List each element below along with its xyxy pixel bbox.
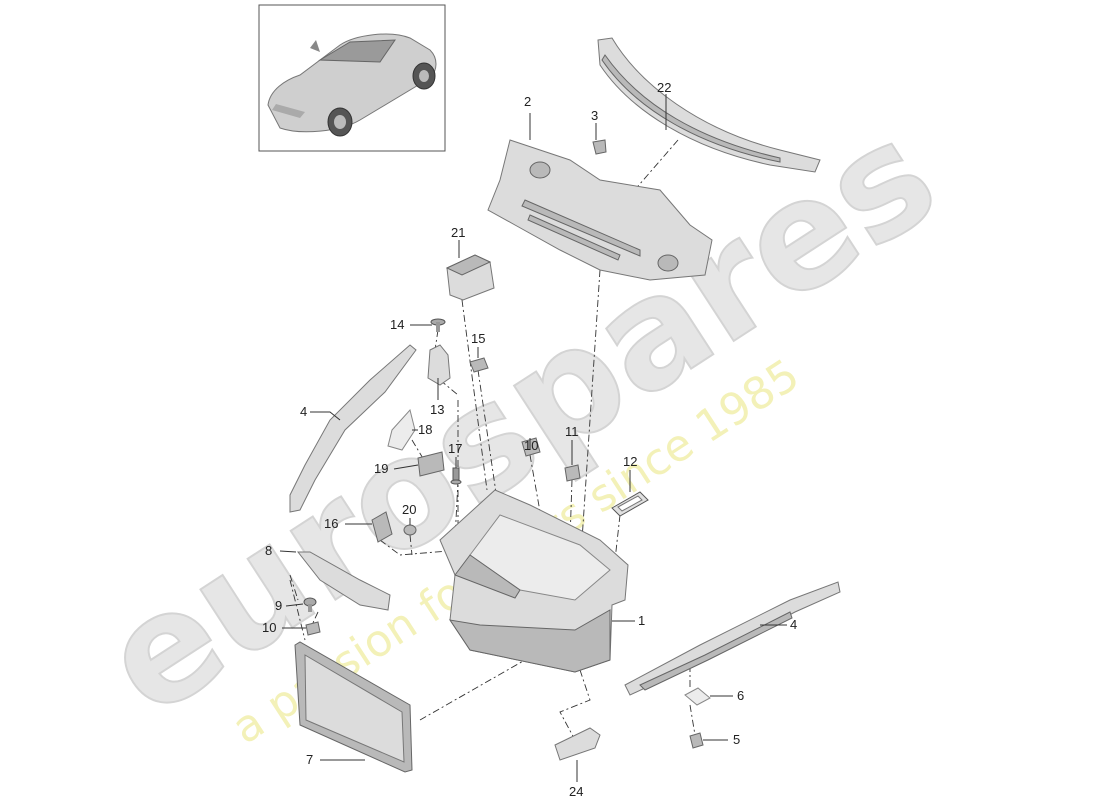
callout-10: 10: [262, 620, 276, 635]
callout-14: 13: [430, 402, 444, 417]
part-23-trim-strip: [597, 37, 821, 173]
car-thumbnail: [258, 4, 446, 152]
callout-23: 22: [657, 80, 671, 95]
part-7-front-wall-trim: [294, 641, 413, 773]
callout-13: 12: [623, 454, 637, 469]
callout-1: 1: [638, 613, 645, 628]
car-thumbnail-icon: [267, 33, 437, 137]
callout-3: 3: [591, 108, 598, 123]
part-3-clip: [592, 139, 607, 155]
part-15-clip-pin: [430, 318, 446, 332]
callout-19: 18: [418, 422, 432, 437]
callout-8: 8: [265, 543, 272, 558]
part-14-bracket: [427, 344, 451, 386]
callout-15: 14: [390, 317, 404, 332]
part-13-frame: [611, 491, 649, 517]
callout-21: 20: [402, 502, 416, 517]
callout-22: 21: [451, 225, 465, 240]
part-9-fastener: [303, 597, 317, 612]
callout-6: 6: [737, 688, 744, 703]
part-4-left-pillar-trim: [289, 344, 417, 513]
callout-labels: 2 3 22 21 14 15 13 4 10 11 12 18 17 19 1…: [262, 80, 797, 799]
assembly-lines: [289, 139, 696, 741]
part-21-plug: [403, 524, 417, 536]
part-11-clip: [521, 437, 541, 457]
part-20-latch: [417, 451, 445, 477]
part-12-clip: [564, 464, 581, 482]
part-6-nut-plate: [684, 687, 711, 706]
callout-4-right: 4: [790, 617, 797, 632]
callout-24: 24: [569, 784, 583, 799]
part-24-bracket: [554, 727, 601, 761]
part-5-clip: [689, 732, 704, 749]
callout-9: 9: [275, 598, 282, 613]
leader-lines: [279, 94, 787, 782]
part-8-side-panel: [296, 551, 391, 611]
callout-20: 19: [374, 461, 388, 476]
part-16-nut: [469, 357, 489, 373]
part-2-rear-trim-panel: [487, 139, 713, 281]
callout-16: 15: [471, 331, 485, 346]
callout-18: 17: [448, 441, 462, 456]
part-19-bracket: [387, 408, 416, 451]
callout-12: 11: [565, 424, 579, 439]
part-18-screw: [450, 467, 462, 485]
part-1-luggage-tub: [439, 489, 629, 673]
callout-17: 16: [324, 516, 338, 531]
part-4-right-sill-trim: [624, 581, 841, 696]
callout-5: 5: [733, 732, 740, 747]
part-10-nut: [305, 621, 321, 636]
callout-7: 7: [306, 752, 313, 767]
callout-11: 10: [524, 438, 538, 453]
part-17-hinge: [371, 511, 393, 543]
callout-4-left: 4: [300, 404, 307, 419]
callout-2: 2: [524, 94, 531, 109]
